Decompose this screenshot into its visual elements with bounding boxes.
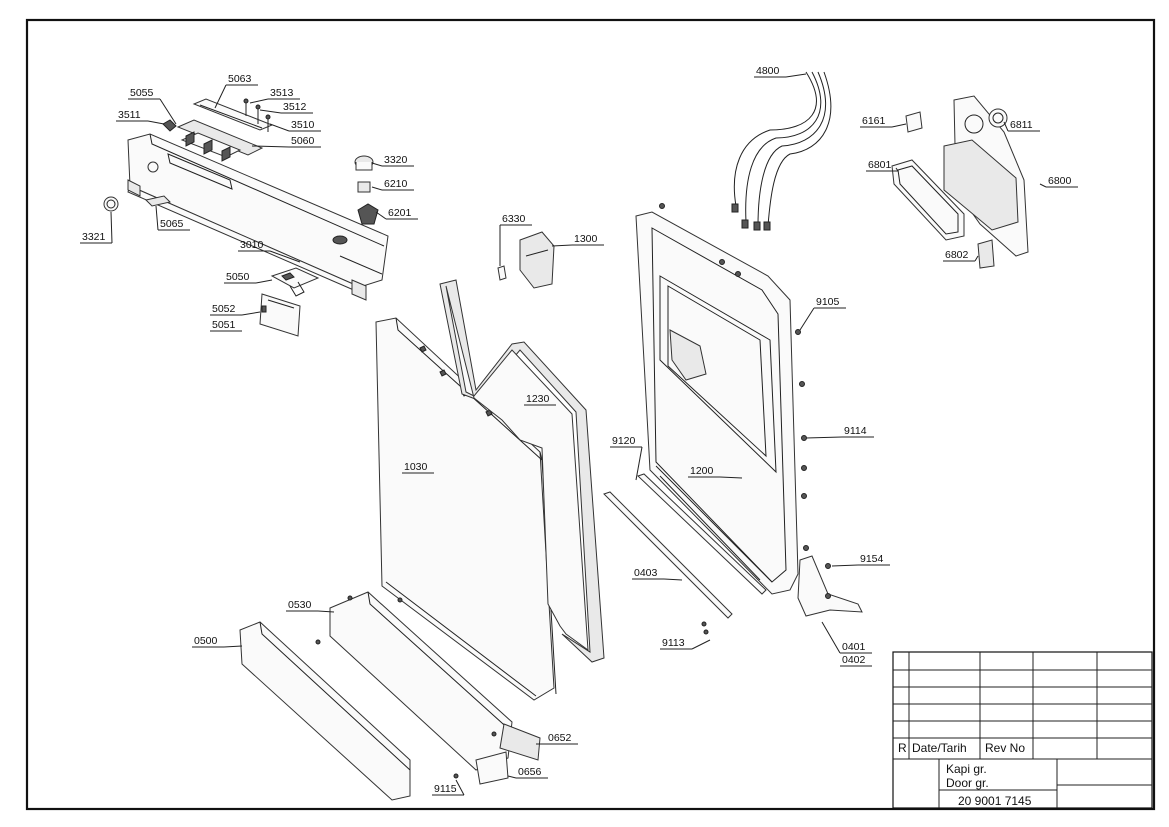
part-leader-line [974,255,979,262]
title-block-drawing-number: 20 9001 7145 [958,794,1032,808]
part-label-9154: 9154 [860,553,884,565]
part-label-5051: 5051 [212,319,236,331]
part-leader-line [155,205,159,231]
part-leader-line [1003,121,1009,132]
part-leader-line [799,307,815,331]
part-leader-line [317,610,335,613]
part-label-0652: 0652 [548,732,572,744]
part-leader-line [241,311,261,316]
part-label-9113: 9113 [662,637,685,649]
part-label-5050: 5050 [226,271,250,283]
part-label-6811: 6811 [1010,119,1033,131]
part-label-5055: 5055 [130,87,154,99]
seal-strips-drawing [603,473,767,635]
part-leader-line [663,578,683,581]
outer-door-drawing [375,317,557,701]
part-leader-line [259,109,282,114]
part-leader-line [255,279,273,284]
part-label-6330: 6330 [502,213,526,225]
part-label-9105: 9105 [816,296,840,308]
part-label-6802: 6802 [945,249,969,261]
part-label-3010: 3010 [240,239,264,251]
part-label-9114: 9114 [844,425,867,437]
part-label-0530: 0530 [288,599,312,611]
part-label-5060: 5060 [291,135,315,147]
part-leader-line [269,123,290,132]
part-label-0402: 0402 [842,654,866,666]
part-leader-line [375,211,387,220]
part-leader-line [269,250,301,263]
part-leader-line [831,564,859,567]
part-leader-line [371,162,383,167]
part-leader-line [371,186,383,191]
part-label-0656: 0656 [518,766,542,778]
part-leader-line [159,98,177,125]
part-leader-line [691,639,711,650]
part-leader-line [1039,183,1047,188]
title-block-group-tr: Kapi gr. [946,762,987,776]
part-leader-line [551,244,573,247]
part-leader-line [635,446,643,481]
part-leader-line [785,73,807,78]
part-leader-line [719,476,743,479]
part-leader-line [251,145,290,148]
part-label-3321: 3321 [82,231,106,243]
part-label-5065: 5065 [160,218,184,230]
part-label-3510: 3510 [291,119,315,131]
part-leader-line [507,775,517,779]
door-latch-drawing [497,231,555,289]
part-label-1200: 1200 [690,465,714,477]
insulation-panel-drawing [439,279,605,663]
part-label-6201: 6201 [388,207,412,219]
part-label-3320: 3320 [384,154,408,166]
part-label-9120: 9120 [612,435,636,447]
part-leader-line [805,436,843,439]
part-label-4800: 4800 [756,65,780,77]
part-leader-line [223,645,243,648]
control-panel-drawing [103,98,389,337]
kickplate-drawing [239,591,541,801]
title-block: R Date/Tarih Rev No Kapi gr. Door gr. 20… [892,651,1153,809]
part-label-3513: 3513 [270,87,294,99]
part-label-5052: 5052 [212,303,236,315]
part-label-0401: 0401 [842,641,866,653]
part-label-6161: 6161 [862,115,886,127]
drawing-border [25,18,1156,811]
title-block-date-label: Date/Tarih [912,741,967,755]
title-block-r-label: R [898,741,907,755]
part-label-0500: 0500 [194,635,218,647]
part-callouts: 5063 5055 3513 3512 3511 3510 5060 3320 6210 6201… [80,65,1078,796]
part-leader-line [455,779,465,796]
part-leader-line [249,98,269,104]
part-label-3511: 3511 [118,109,141,121]
part-label-1230: 1230 [526,393,550,405]
part-leader-line [110,211,113,244]
part-leader-line [891,123,907,128]
part-label-6210: 6210 [384,178,408,190]
part-leader-line [895,167,899,172]
part-label-0403: 0403 [634,567,658,579]
part-label-9115: 9115 [434,783,457,795]
part-leader-line [821,621,841,654]
part-label-1300: 1300 [574,233,598,245]
title-block-rev-label: Rev No [985,741,1025,755]
title-block-group-en: Door gr. [946,776,989,790]
part-leader-line [147,120,165,125]
part-leader-line [214,84,227,109]
part-label-6800: 6800 [1048,175,1072,187]
wire-harness-drawing [731,71,832,231]
part-label-5063: 5063 [228,73,252,85]
detergent-dispenser-drawing [891,95,1029,269]
part-label-1030: 1030 [404,461,428,473]
part-label-6801: 6801 [868,159,892,171]
part-label-3512: 3512 [283,101,307,113]
inner-door-drawing [635,203,863,617]
